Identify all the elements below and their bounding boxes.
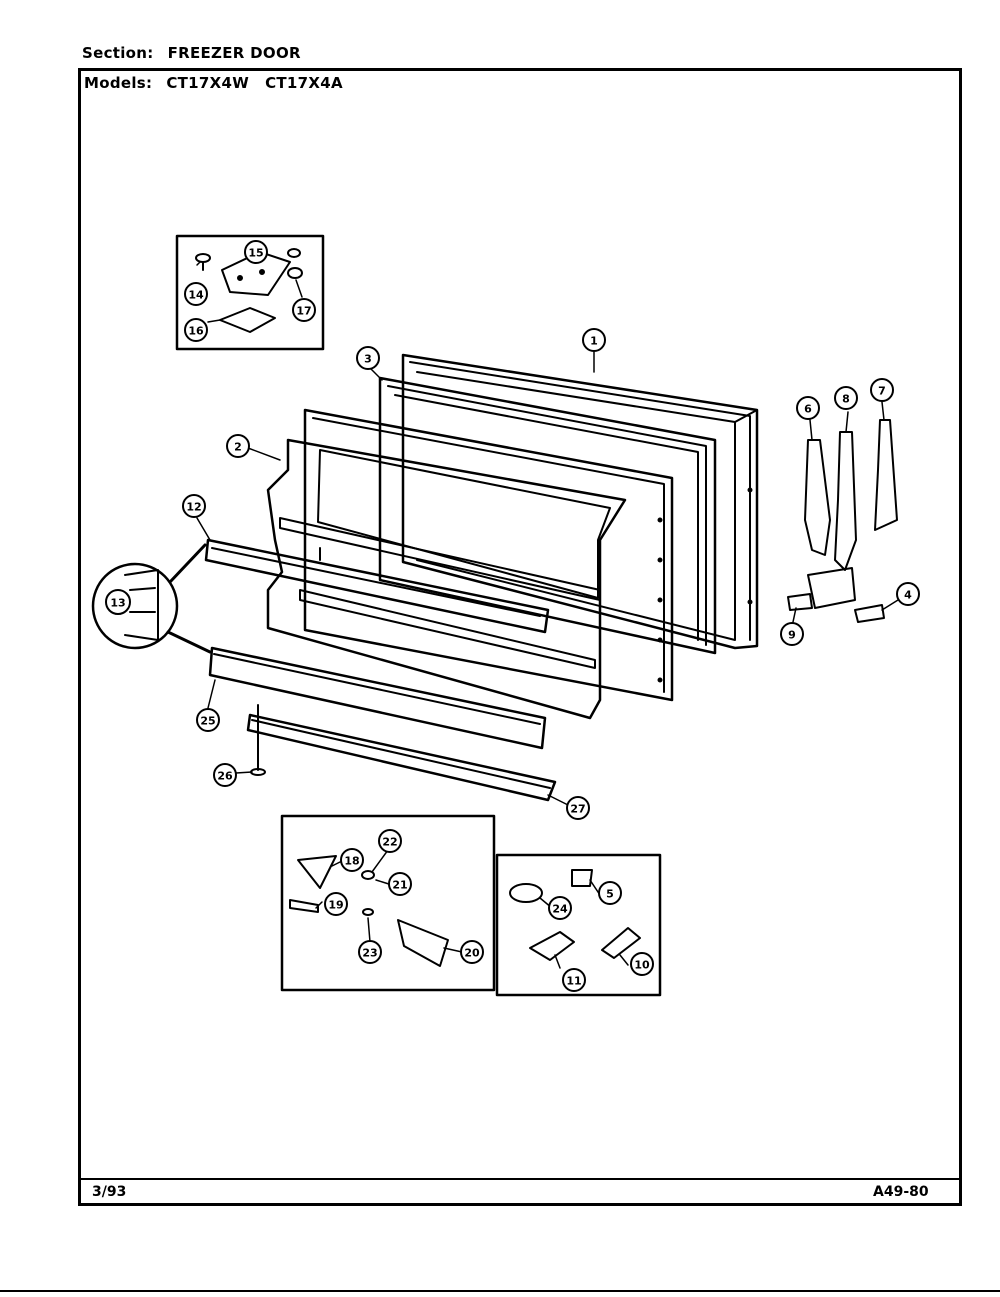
section-heading: Section: FREEZER DOOR — [82, 44, 301, 62]
models-heading: Models: CT17X4W CT17X4A — [84, 74, 343, 92]
callout-21: 21 — [392, 879, 407, 892]
callout-25: 25 — [200, 715, 215, 728]
inset-box-latch — [280, 814, 496, 992]
outer-door-panel — [401, 353, 759, 650]
callout-circle-25 — [196, 708, 220, 732]
section-label: Section: — [82, 44, 154, 62]
detail-circle — [91, 543, 212, 654]
callout-circle-4 — [896, 582, 920, 606]
hinge-parts — [787, 419, 898, 623]
dike-retainer — [246, 713, 557, 802]
callout-27: 27 — [570, 803, 585, 816]
footer-divider — [81, 1178, 959, 1180]
callout-circle-15 — [244, 240, 268, 264]
section-value: FREEZER DOOR — [167, 44, 301, 62]
callout-circle-26 — [213, 763, 237, 787]
callout-circle-3 — [356, 346, 380, 370]
callout-13: 13 — [110, 597, 125, 610]
callout-circle-13 — [105, 589, 131, 615]
inset-box-hinge — [175, 234, 325, 351]
callout-9: 9 — [788, 629, 796, 642]
callout-10: 10 — [634, 959, 650, 972]
callout-circle-20 — [460, 940, 484, 964]
callout-circle-18 — [340, 848, 364, 872]
callout-20: 20 — [464, 947, 480, 960]
callout-1: 1 — [590, 335, 598, 348]
lower-shelf-rail — [208, 646, 547, 750]
model-2: CT17X4A — [265, 74, 343, 92]
callout-24: 24 — [552, 903, 568, 916]
callout-6: 6 — [804, 403, 812, 416]
callout-circle-10 — [630, 952, 654, 976]
callout-circle-21 — [388, 872, 412, 896]
model-1: CT17X4W — [166, 74, 250, 92]
callout-circle-23 — [358, 940, 382, 964]
door-shelf-rail — [204, 538, 550, 634]
callout-circle-12 — [182, 494, 206, 518]
callout-circle-5 — [598, 881, 622, 905]
callout-7: 7 — [878, 385, 886, 398]
callout-circle-11 — [562, 968, 586, 992]
callout-circle-6 — [796, 396, 820, 420]
callout-circle-14 — [184, 282, 208, 306]
inset-box-cam — [495, 853, 662, 997]
callout-circle-17 — [292, 298, 316, 322]
callout-circle-7 — [870, 378, 894, 402]
callout-17: 17 — [296, 305, 311, 318]
models-label: Models: — [84, 74, 153, 92]
callout-23: 23 — [362, 947, 377, 960]
footer-date: 3/93 — [92, 1184, 127, 1200]
callout-circle-8 — [834, 386, 858, 410]
diagram-frame — [78, 68, 962, 1206]
callout-12: 12 — [186, 501, 201, 514]
callout-5: 5 — [606, 888, 614, 901]
callout-15: 15 — [248, 247, 263, 260]
callout-4: 4 — [904, 589, 912, 602]
callout-16: 16 — [188, 325, 204, 338]
callout-circle-22 — [378, 829, 402, 853]
callout-circle-16 — [184, 318, 208, 342]
callout-circle-27 — [566, 796, 590, 820]
callout-18: 18 — [344, 855, 359, 868]
callout-22: 22 — [382, 836, 397, 849]
callout-circle-24 — [548, 896, 572, 920]
footer-code: A49-80 — [873, 1184, 929, 1200]
callout-14: 14 — [188, 289, 204, 302]
page-bottom-rule — [0, 1290, 1000, 1292]
door-gasket — [378, 376, 717, 655]
door-liner — [266, 408, 674, 720]
callout-3: 3 — [364, 353, 372, 366]
callout-circle-19 — [324, 892, 348, 916]
callout-26: 26 — [217, 770, 233, 783]
callout-8: 8 — [842, 393, 850, 406]
callout-19: 19 — [328, 899, 343, 912]
callout-11: 11 — [566, 975, 581, 988]
callout-2: 2 — [234, 441, 242, 454]
callout-circle-2 — [226, 434, 250, 458]
callout-circle-1 — [582, 328, 606, 352]
callout-circle-9 — [780, 622, 804, 646]
